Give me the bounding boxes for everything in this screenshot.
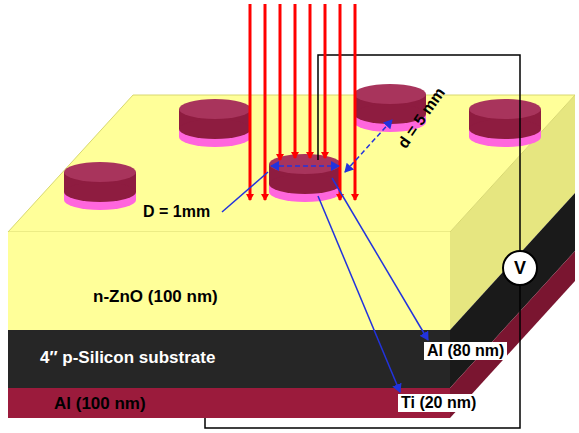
silicon-layer: 4″ p-Silicon substrate: [8, 330, 450, 388]
al-back-contact: Al (100 nm): [8, 388, 450, 418]
wire: [205, 286, 520, 428]
layer-name: 4″ p-Silicon substrate: [40, 348, 215, 368]
voltmeter: V: [502, 250, 538, 286]
dimension-label: D = 1mm: [140, 203, 213, 221]
layer-name: Al (100 nm): [54, 394, 146, 414]
layer-label: Ti (20 nm): [398, 394, 479, 412]
zno-layer: n-ZnO (100 nm): [8, 232, 450, 330]
layer-name: n-ZnO (100 nm): [93, 287, 218, 307]
meter-symbol: V: [514, 258, 526, 279]
layer-label: Al (80 nm): [424, 342, 507, 360]
